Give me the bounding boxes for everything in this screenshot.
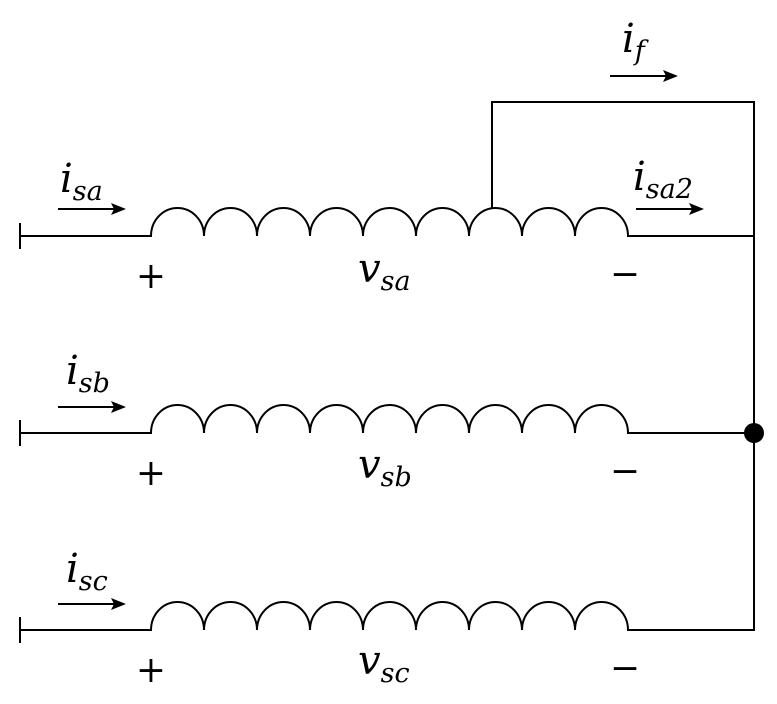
phase-c-winding-coil [150, 601, 629, 631]
section-current-label: isa2 [633, 154, 705, 216]
phase-c-minus-sign: − [610, 648, 640, 689]
phase-a-voltage-label: vsa [358, 246, 411, 297]
phase-b-current-arrow [57, 400, 127, 414]
phase-b-branch: isb + − vsb [19, 348, 755, 494]
phase-c-current-arrow [57, 597, 127, 611]
phase-b-minus-sign: − [610, 451, 640, 492]
svg-text:isa2: isa2 [633, 154, 693, 205]
phase-c-branch: isc + − vsc [19, 546, 755, 691]
phase-a-winding-coil [150, 207, 629, 237]
svg-text:isb: isb [66, 348, 110, 399]
fault-tap-wire [491, 101, 755, 237]
phase-b-voltage-label: vsb [358, 442, 412, 493]
phase-c-current-label: isc [57, 546, 127, 611]
fault-current-label: if [609, 16, 679, 83]
phase-b-plus-sign: + [136, 453, 166, 494]
phase-c-voltage-label: vsc [358, 638, 410, 689]
phase-c-plus-sign: + [136, 650, 166, 691]
svg-text:if: if [622, 16, 649, 67]
phase-b-current-label: isb [57, 348, 127, 414]
fault-current-arrow [609, 69, 679, 83]
phase-a-branch: isa + − vsa [19, 156, 755, 297]
neutral-node-dot [744, 423, 764, 443]
phase-a-current-label: isa [57, 156, 127, 216]
fault-tap-branch: if [491, 16, 755, 237]
phase-b-winding-coil [150, 404, 629, 434]
svg-text:isa: isa [60, 156, 103, 207]
svg-text:isc: isc [66, 546, 108, 597]
phase-a-minus-sign: − [610, 254, 640, 295]
phase-a-plus-sign: + [136, 256, 166, 297]
